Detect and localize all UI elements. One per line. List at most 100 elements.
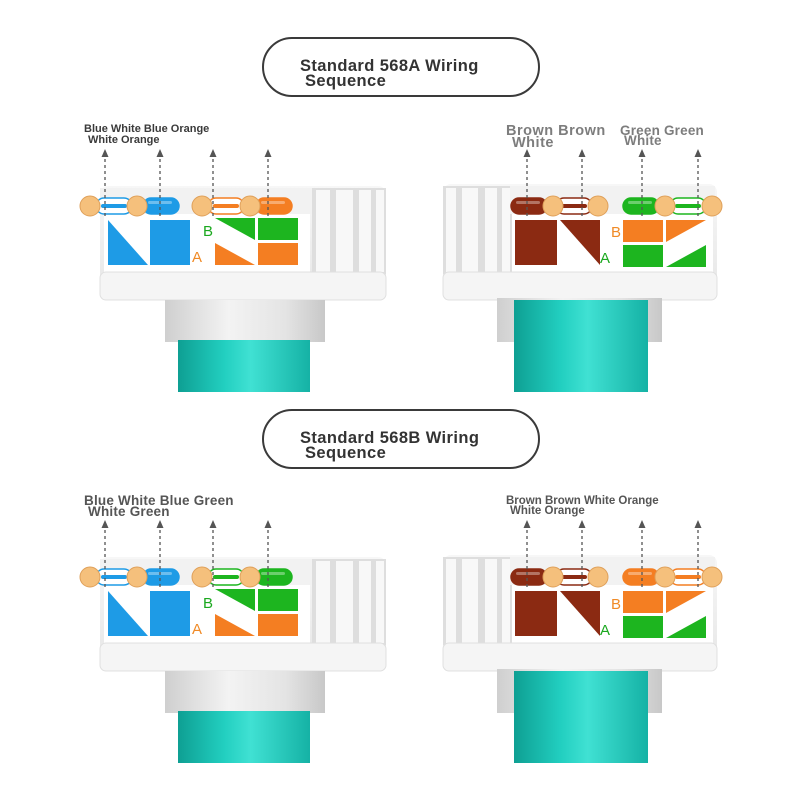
wire — [622, 197, 660, 215]
arrow-head — [578, 520, 586, 528]
wire-tip — [701, 566, 723, 588]
jack-slot-post — [316, 190, 330, 272]
jack-slot-post — [462, 559, 478, 643]
color-block-striped — [666, 220, 706, 242]
pair-letter-a: A — [600, 250, 610, 267]
wire-tip — [79, 195, 101, 217]
color-block-solid — [258, 614, 298, 636]
wire-label-line-2: White Green — [88, 504, 170, 519]
wire-label-line-1: Green Green — [620, 123, 704, 138]
color-block-striped — [666, 591, 706, 613]
arrow-head — [638, 149, 646, 157]
wire-tip — [191, 566, 213, 588]
wire-stripe — [101, 575, 127, 579]
pair-letter-b: B — [203, 595, 213, 612]
cable-boot — [165, 300, 325, 342]
color-block-solid — [150, 220, 190, 265]
wire-tip — [654, 195, 676, 217]
jack-base-rim — [99, 642, 387, 672]
title-pill — [262, 409, 540, 469]
arrow-head — [578, 149, 586, 157]
color-block-solid — [515, 220, 557, 265]
jack-slot-post — [316, 561, 330, 643]
wire-stripe — [561, 204, 587, 208]
jack-slot-post — [485, 559, 497, 643]
color-block-striped — [560, 220, 600, 265]
wire-tip — [126, 195, 148, 217]
arrow-head — [209, 149, 217, 157]
keystone-jack-right — [442, 149, 723, 392]
section-568a: Standard 568A Wiring Sequence Blue White… — [79, 37, 723, 392]
jack-slot-post — [376, 561, 384, 643]
wire-tip — [542, 566, 564, 588]
color-block-solid — [623, 616, 663, 638]
keystone-jack-left — [79, 520, 387, 763]
jack-slot-post — [336, 190, 353, 272]
arrow-head — [694, 149, 702, 157]
color-block-solid — [623, 220, 663, 242]
wire-stripe — [675, 575, 701, 579]
keystone-jack-left — [79, 149, 387, 392]
color-block-striped — [215, 589, 255, 611]
wire-highlight — [628, 201, 652, 204]
color-block-striped — [215, 614, 255, 636]
wire-tip — [587, 195, 609, 217]
pair-letter-b: B — [611, 224, 621, 241]
wire-highlight — [628, 572, 652, 575]
wire — [255, 568, 293, 586]
cable-boot — [165, 671, 325, 713]
keystone-jack-right — [442, 520, 723, 763]
pair-letter-a: A — [192, 249, 202, 266]
wire — [510, 568, 548, 586]
wire-tip — [587, 566, 609, 588]
wire-label-line-2: White — [512, 135, 554, 151]
wire-tip — [126, 566, 148, 588]
arrow-head — [156, 149, 164, 157]
color-block-striped — [666, 616, 706, 638]
wire-label-line-2: White Orange — [510, 505, 585, 517]
wire-label-line-1: Blue White Blue Orange — [84, 123, 209, 135]
arrow-head — [209, 520, 217, 528]
jack-slot-post — [376, 190, 384, 272]
jack-slot-post — [446, 559, 456, 643]
wire-highlight — [261, 572, 285, 575]
arrow-head — [694, 520, 702, 528]
jack-slot-post — [502, 188, 510, 272]
cable-jacket — [178, 711, 310, 763]
color-block-solid — [623, 591, 663, 613]
color-block-solid — [258, 243, 298, 265]
wire-stripe — [101, 204, 127, 208]
arrow-head — [101, 149, 109, 157]
title-line-2: Sequence — [305, 444, 386, 462]
jack-slot-post — [359, 561, 371, 643]
jack-slot-post — [485, 188, 497, 272]
pair-letter-a: A — [192, 621, 202, 638]
arrow-head — [523, 149, 531, 157]
cable-jacket — [178, 340, 310, 392]
jack-slot-post — [336, 561, 353, 643]
arrow-head — [638, 520, 646, 528]
wire — [255, 197, 293, 215]
title-pill — [262, 37, 540, 97]
arrow-head — [156, 520, 164, 528]
arrow-head — [101, 520, 109, 528]
arrow-head — [264, 520, 272, 528]
wire-tip — [239, 195, 261, 217]
wire — [142, 197, 180, 215]
wire-tip — [654, 566, 676, 588]
color-block-striped — [560, 591, 600, 636]
wire-stripe — [213, 204, 239, 208]
color-block-solid — [623, 245, 663, 267]
cable-jacket — [514, 671, 648, 763]
wire-label-line-1: Blue White Blue Green — [84, 493, 234, 508]
wire-tip — [542, 195, 564, 217]
jack-slot-post — [462, 188, 478, 272]
wire-stripe — [213, 575, 239, 579]
wire-highlight — [516, 201, 540, 204]
wire-stripe — [561, 575, 587, 579]
color-block-solid — [150, 591, 190, 636]
wire-highlight — [516, 572, 540, 575]
wire-label-line-2: White — [624, 133, 662, 148]
wire-tip — [79, 566, 101, 588]
